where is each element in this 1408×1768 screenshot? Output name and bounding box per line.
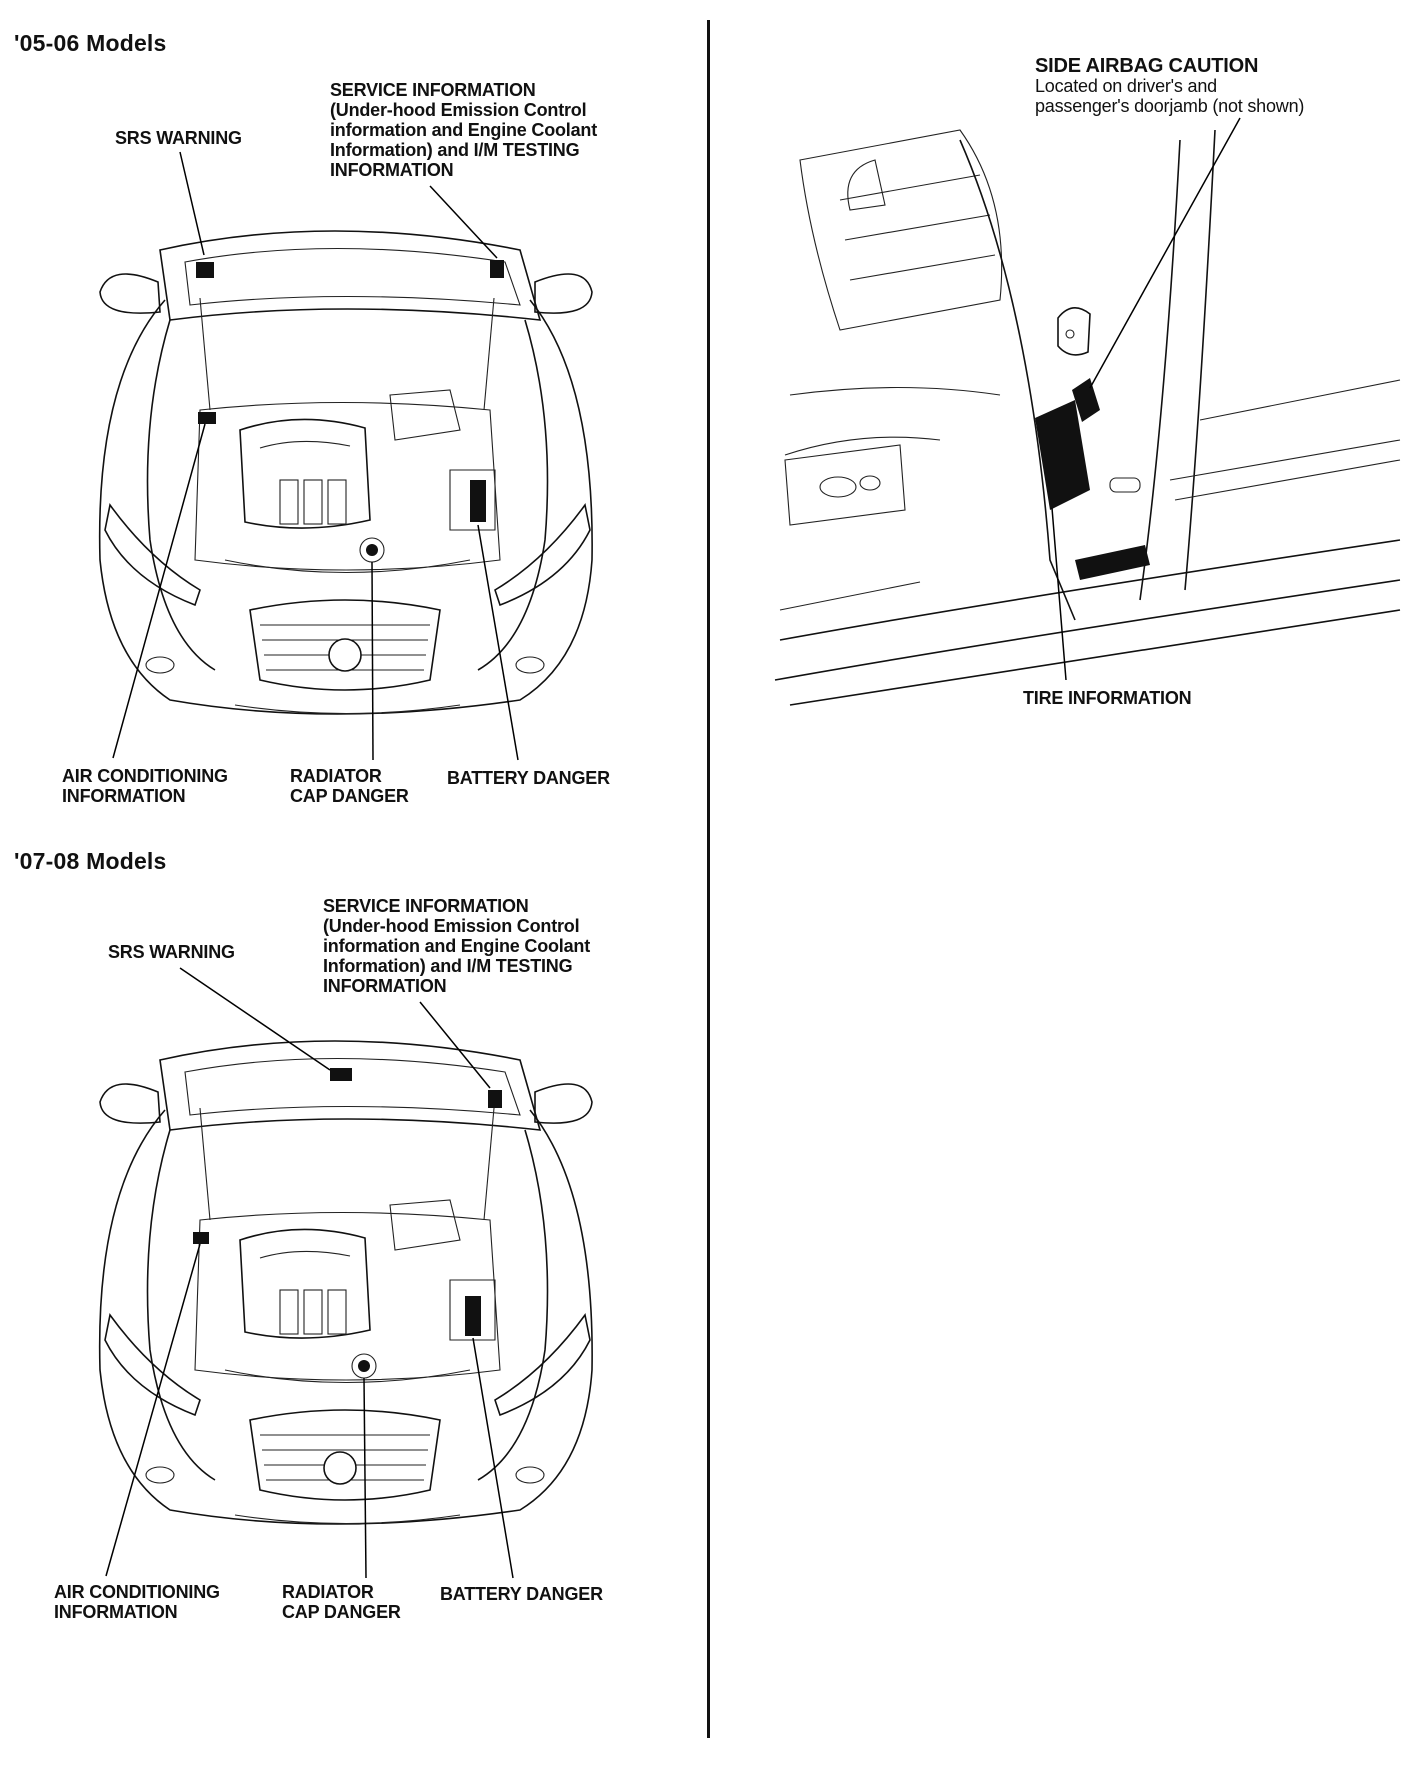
car-illustration-05-06 xyxy=(98,151,593,761)
side-airbag-note-line: Located on driver's and xyxy=(1035,76,1217,96)
air-conditioning-line: AIR CONDITIONING xyxy=(54,1582,220,1602)
service-info-line: information and Engine Coolant xyxy=(323,936,590,956)
service-info-line: (Under-hood Emission Control xyxy=(330,100,587,120)
decal-battery-danger xyxy=(470,480,486,522)
service-info-line: SERVICE INFORMATION xyxy=(323,896,529,916)
decal-srs-warning xyxy=(196,262,214,278)
section-title-07-08: '07-08 Models xyxy=(14,848,167,874)
service-info-line: SERVICE INFORMATION xyxy=(330,80,536,100)
radiator-cap-line: CAP DANGER xyxy=(282,1602,401,1622)
air-conditioning-label-05-06: AIR CONDITIONING INFORMATION xyxy=(62,766,228,806)
decal-air-conditioning xyxy=(193,1232,209,1244)
service-info-line: Information) and I/M TESTING xyxy=(330,140,580,160)
radiator-cap-label-07-08: RADIATOR CAP DANGER xyxy=(282,1582,401,1622)
radiator-cap-label-05-06: RADIATOR CAP DANGER xyxy=(290,766,409,806)
decal-service-info xyxy=(488,1090,502,1108)
service-info-label-05-06: SERVICE INFORMATION (Under-hood Emission… xyxy=(330,80,597,180)
service-info-line: (Under-hood Emission Control xyxy=(323,916,580,936)
battery-danger-label-07-08: BATTERY DANGER xyxy=(440,1584,603,1604)
battery-danger-label-05-06: BATTERY DANGER xyxy=(447,768,610,788)
air-conditioning-line: AIR CONDITIONING xyxy=(62,766,228,786)
radiator-cap-line: RADIATOR xyxy=(290,766,382,786)
service-info-line: INFORMATION xyxy=(323,976,447,996)
doorjamb-illustration xyxy=(774,117,1401,706)
side-airbag-caution-title: SIDE AIRBAG CAUTION xyxy=(1035,55,1259,77)
service-info-line: Information) and I/M TESTING xyxy=(323,956,573,976)
decal-side-airbag-upper xyxy=(1072,378,1100,422)
column-divider xyxy=(707,20,710,1738)
air-conditioning-label-07-08: AIR CONDITIONING INFORMATION xyxy=(54,1582,220,1622)
service-info-label-07-08: SERVICE INFORMATION (Under-hood Emission… xyxy=(323,896,590,996)
air-conditioning-line: INFORMATION xyxy=(62,786,186,806)
decal-air-conditioning xyxy=(198,412,216,424)
side-airbag-note-line: passenger's doorjamb (not shown) xyxy=(1035,96,1305,116)
decal-tire-information xyxy=(1075,545,1150,580)
srs-warning-label-05-06: SRS WARNING xyxy=(115,128,242,148)
service-info-line: INFORMATION xyxy=(330,160,454,180)
decal-side-airbag-caution xyxy=(1035,400,1090,510)
decal-service-info xyxy=(490,260,504,278)
section-title-05-06: '05-06 Models xyxy=(14,30,167,56)
decal-battery-danger xyxy=(465,1296,481,1336)
service-info-line: information and Engine Coolant xyxy=(330,120,597,140)
car-illustration-07-08 xyxy=(98,967,593,1579)
air-conditioning-line: INFORMATION xyxy=(54,1602,178,1622)
radiator-cap-line: RADIATOR xyxy=(282,1582,374,1602)
srs-warning-label-07-08: SRS WARNING xyxy=(108,942,235,962)
decal-srs-warning xyxy=(330,1068,352,1081)
side-airbag-caution-note: Located on driver's and passenger's door… xyxy=(1035,76,1304,116)
radiator-cap-line: CAP DANGER xyxy=(290,786,409,806)
tire-information-label: TIRE INFORMATION xyxy=(1023,688,1192,708)
